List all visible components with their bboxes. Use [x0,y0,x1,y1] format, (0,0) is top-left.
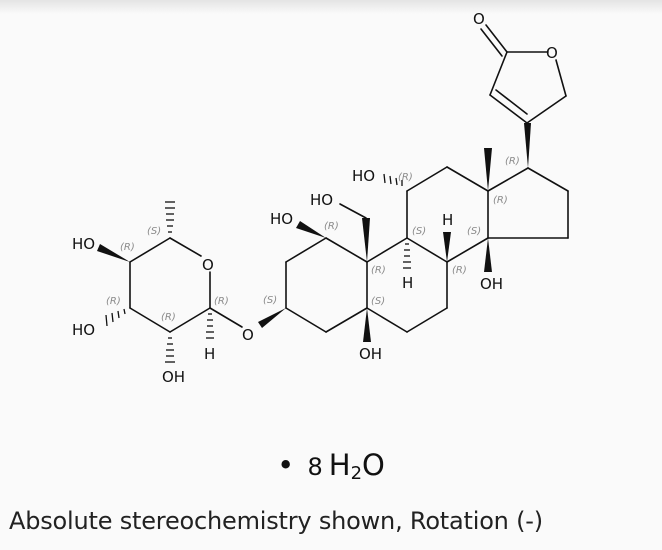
stereo-c3: (S) [263,295,277,306]
stereo-sugar-c5: (S) [147,226,161,237]
stereo-c11: (R) [398,172,413,183]
sugar-ring [97,201,243,363]
lactone-ring [480,24,567,124]
atom-labels: O O HO HO HO H H OH OH O O HO HO OH H [72,10,558,386]
atom-o-carbonyl: O [473,10,485,28]
hash-bond-sugar-c3-oh [105,308,126,327]
atom-h-c8: H [442,211,453,229]
formula-o: O [362,448,385,482]
stereo-sugar-c1: (R) [214,296,229,307]
stereo-sugar-c3: (R) [106,296,121,307]
ring-c [406,166,489,263]
stereo-c10: (R) [371,265,386,276]
stereochemistry-caption: Absolute stereochemistry shown, Rotation… [9,507,543,535]
stereo-labels: (R) (R) (R) (R) (S) (S) (R) (R) (S) (S) … [106,156,520,323]
atom-oh-c14: OH [480,275,503,293]
atom-oh-sugar-c3: HO [72,321,95,339]
hash-bond-sugar-methyl [165,201,175,233]
stereo-c13: (R) [493,195,508,206]
stereo-c17: (R) [505,156,520,167]
top-shadow [0,0,662,14]
stereo-sugar-c4: (R) [120,242,135,253]
atom-oh-sugar-c2: OH [162,368,185,386]
ring-b [366,237,448,333]
atom-o-sugar-ring: O [202,256,214,274]
formula-h: H [328,448,351,482]
bullet-icon: • [277,448,295,482]
structure-diagram: O O HO HO HO H H OH OH O O HO HO OH H (R… [72,10,569,386]
atom-o-glycosidic: O [242,326,254,344]
atom-h-sugar-c1: H [204,345,215,363]
stereo-c1: (R) [324,221,339,232]
atom-oh-sugar-c4: HO [72,235,95,253]
formula-subscript: 2 [350,463,363,484]
ring-d [484,123,569,272]
atom-h-c9: H [402,274,413,292]
stereo-c5: (S) [371,296,385,307]
atom-oh-c11: HO [352,167,375,185]
hydrate-count: 8 [307,453,323,481]
stereo-c9: (S) [412,226,426,237]
hash-bond-c9-h [403,243,411,269]
hash-bond-c11-oh [383,173,403,186]
stereo-c8: (R) [452,265,467,276]
stereo-sugar-c2: (R) [161,312,176,323]
atom-oh-c5: OH [359,345,382,363]
ring-a [258,203,371,342]
hash-bond-sugar-c1-h [206,313,214,339]
hash-bond-sugar-c2-oh [165,337,175,363]
atom-oh-c19: HO [310,191,333,209]
atom-o-lactone: O [546,44,558,62]
stereo-c14: (S) [467,226,481,237]
atom-oh-c1: HO [270,210,293,228]
